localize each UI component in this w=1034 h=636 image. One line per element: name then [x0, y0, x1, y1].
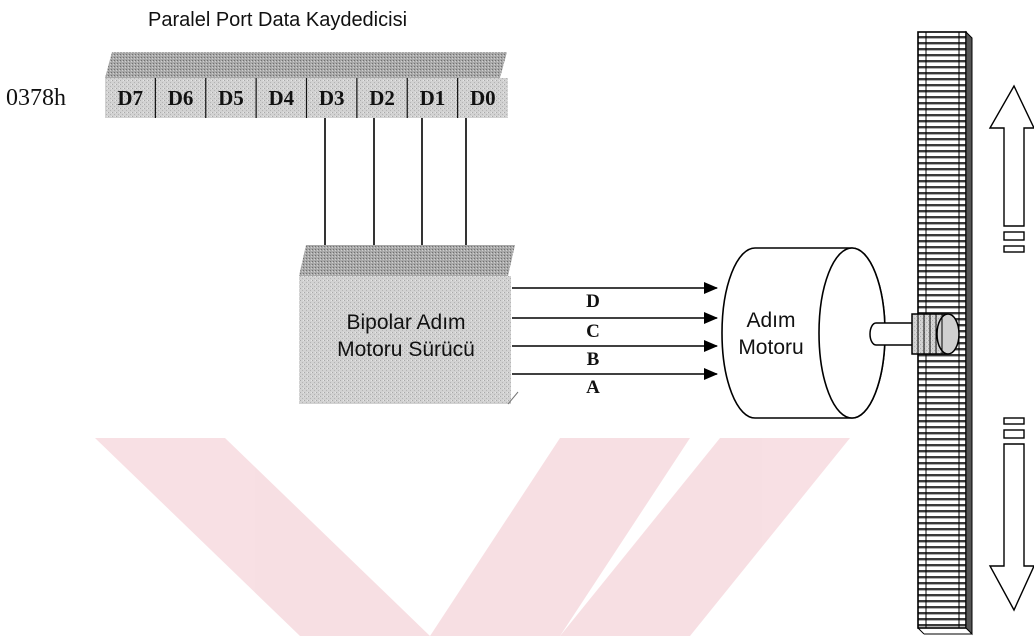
register-bit-d3: D3	[319, 86, 345, 110]
driver-label-line2: Motoru Sürücü	[337, 338, 475, 361]
phase-label-a: A	[586, 377, 600, 398]
diagram-title: Paralel Port Data Kaydedicisi	[148, 9, 407, 31]
register-bit-d4: D4	[268, 86, 294, 110]
register-bit-d1: D1	[420, 86, 446, 110]
phase-lines	[512, 282, 718, 380]
phase-label-c: C	[586, 321, 600, 342]
data-register: D7 D6 D5 D4 D3 D2 D1 D0	[105, 52, 508, 118]
register-bit-d6: D6	[168, 86, 194, 110]
register-bit-d5: D5	[218, 86, 244, 110]
motor-shaft	[869, 322, 919, 346]
phase-label-b: B	[587, 349, 600, 370]
bit-arrows	[319, 118, 472, 271]
register-bit-d7: D7	[117, 86, 143, 110]
motor-label-line1: Adım	[746, 309, 795, 332]
up-direction-arrow-icon	[988, 84, 1034, 253]
down-direction-arrow-icon	[988, 417, 1034, 612]
register-bit-d0: D0	[470, 86, 496, 110]
motor-label-line2: Motoru	[738, 336, 803, 359]
register-address: 0378h	[6, 85, 66, 111]
driver-box	[299, 245, 519, 405]
driver-label-line1: Bipolar Adım	[346, 311, 465, 334]
stepper-motor	[721, 247, 886, 419]
register-bit-d2: D2	[369, 86, 395, 110]
phase-label-d: D	[586, 291, 600, 312]
pinion-gear	[911, 313, 960, 355]
watermark	[95, 438, 850, 636]
